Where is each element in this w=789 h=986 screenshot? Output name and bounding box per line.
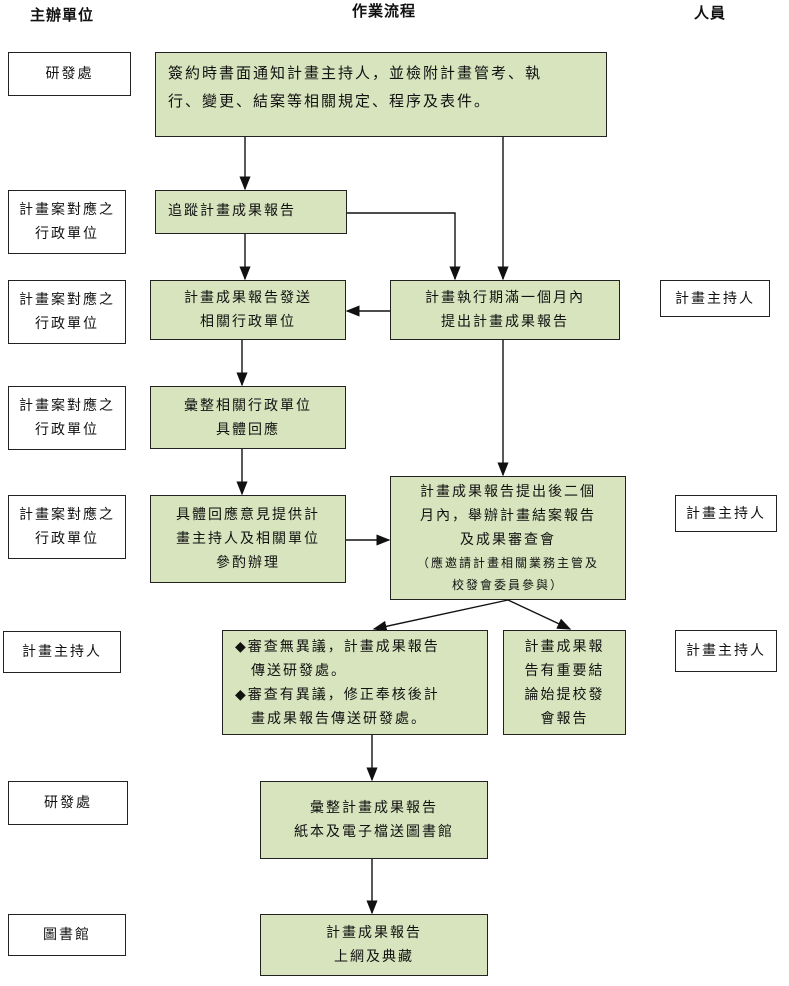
arrow xyxy=(347,212,461,281)
header-process: 作業流程 xyxy=(352,2,417,20)
person-pi: 計畫主持人 xyxy=(660,280,770,317)
person-pi: 計畫主持人 xyxy=(675,630,777,672)
header-unit: 主辦單位 xyxy=(30,6,95,24)
step-important-report: 計畫成果報告有重要結論始提校發會報告 xyxy=(503,630,626,735)
step-review-result: ◆審查無異議，計畫成果報告 傳送研發處。◆審查有異議，修正奉核後計 畫成果報告傳… xyxy=(222,630,488,735)
step-send-library: 彙整計畫成果報告紙本及電子檔送圖書館 xyxy=(260,781,488,859)
unit-rd-office: 研發處 xyxy=(8,781,128,825)
header-person: 人員 xyxy=(694,4,727,22)
unit-library: 圖書館 xyxy=(8,914,126,956)
step-review-meeting: 計畫成果報告提出後二個月內，舉辦計畫結案報告及成果審查會（應邀請計畫相關業務主管… xyxy=(390,476,626,600)
step-feedback: 具體回應意見提供計畫主持人及相關單位參酌辦理 xyxy=(150,495,346,583)
person-pi: 計畫主持人 xyxy=(675,495,777,532)
arrow xyxy=(507,599,572,630)
step-notify: 簽約時書面通知計畫主持人，並檢附計畫管考、執行、變更、結案等相關規定、程序及表件… xyxy=(155,52,607,137)
step-compile-response: 彙整相關行政單位具體回應 xyxy=(150,386,346,449)
step-submit: 計畫執行期滿一個月內提出計畫成果報告 xyxy=(390,280,620,340)
unit-pi: 計畫主持人 xyxy=(3,631,121,673)
arrow xyxy=(372,599,509,632)
unit-admin: 計畫案對應之行政單位 xyxy=(8,190,126,254)
unit-admin: 計畫案對應之行政單位 xyxy=(8,386,126,450)
unit-rd-office: 研發處 xyxy=(8,52,131,96)
unit-admin: 計畫案對應之行政單位 xyxy=(8,495,126,559)
step-archive: 計畫成果報告上網及典藏 xyxy=(260,914,488,976)
step-send: 計畫成果報告發送相關行政單位 xyxy=(150,280,346,340)
unit-admin: 計畫案對應之行政單位 xyxy=(8,280,126,344)
step-track: 追蹤計畫成果報告 xyxy=(155,190,347,234)
